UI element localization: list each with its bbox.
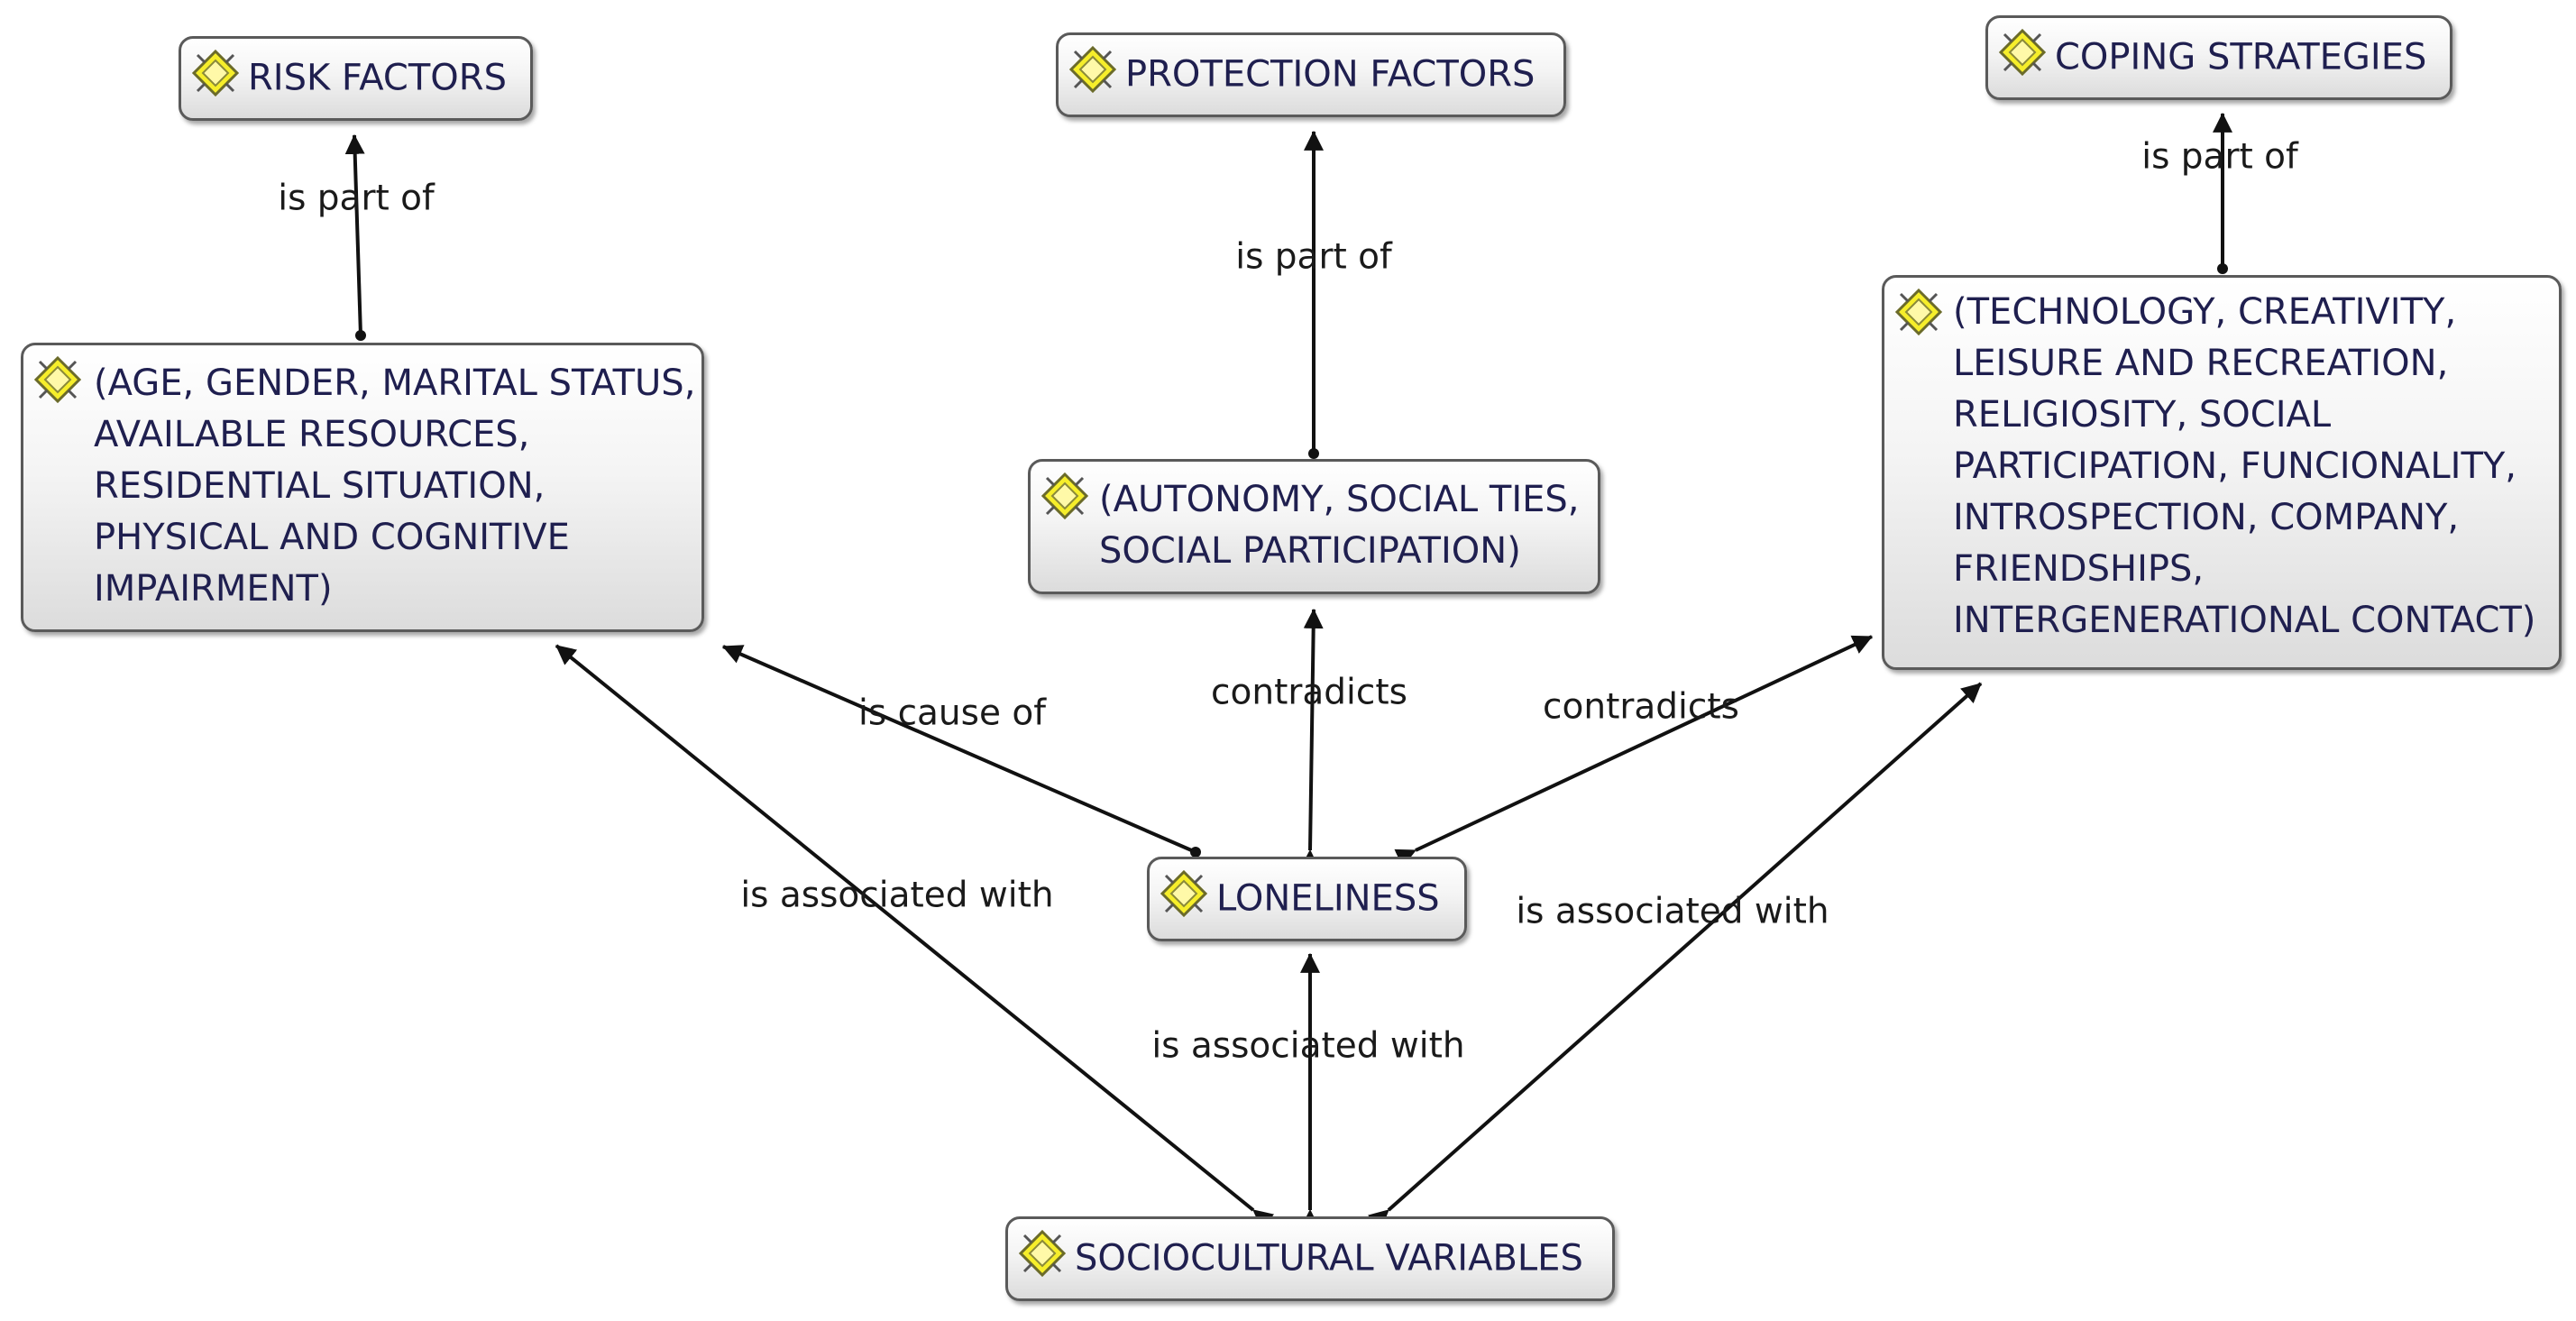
node-protection-factors-label: PROTECTION FACTORS [1125,53,1536,96]
code-icon [1159,868,1209,919]
edge-associated-risk [555,644,1275,1230]
node-sociocultural-variables-label: SOCIOCULTURAL VARIABLES [1075,1237,1583,1280]
code-icon [1997,27,2048,78]
edge-protection-is-part-of-origin [1308,448,1319,459]
edge-label-contradicts-protection: contradicts [1211,672,1407,713]
node-loneliness-label: LONELINESS [1216,877,1440,920]
code-icon [1040,471,1090,521]
edge-is-cause-of [721,645,1196,854]
edge-label-risk-is-part-of: is part of [278,178,435,219]
code-icon [1017,1228,1068,1279]
code-icon [190,48,241,98]
node-coping-details-label: (TECHNOLOGY, CREATIVITY, LEISURE AND REC… [1953,291,2536,641]
edge-label-contradicts-coping: contradicts [1543,686,1739,728]
edge-label-is-cause-of: is cause of [858,693,1046,734]
edge-associated-coping [1368,682,1983,1231]
code-icon [1068,44,1118,95]
node-protection-factors[interactable]: PROTECTION FACTORS [1056,32,1566,117]
node-risk-details-label: (AGE, GENDER, MARITAL STATUS, AVAILABLE … [94,362,696,610]
node-protection-details[interactable]: (AUTONOMY, SOCIAL TIES, SOCIAL PARTICIPA… [1028,459,1600,594]
node-coping-details[interactable]: (TECHNOLOGY, CREATIVITY, LEISURE AND REC… [1882,275,2562,670]
node-coping-strategies[interactable]: COPING STRATEGIES [1985,15,2452,100]
code-icon [1893,287,1944,337]
edge-label-associated-loneliness: is associated with [1151,1025,1465,1067]
edge-risk-is-part-of-origin [355,330,366,341]
edge-risk-is-part-of [344,133,365,336]
edge-label-protection-is-part-of: is part of [1235,236,1392,278]
node-protection-details-label: (AUTONOMY, SOCIAL TIES, SOCIAL PARTICIPA… [1099,479,1580,572]
node-sociocultural-variables[interactable]: SOCIOCULTURAL VARIABLES [1005,1216,1615,1301]
code-icon [32,354,83,405]
node-loneliness[interactable]: LONELINESS [1147,857,1467,941]
edge-coping-is-part-of-origin [2217,263,2228,274]
edge-contradicts-protection [1299,608,1324,870]
node-risk-factors-label: RISK FACTORS [248,57,507,99]
node-risk-factors[interactable]: RISK FACTORS [179,36,533,121]
edge-contradicts-coping [1394,635,1873,867]
edge-label-associated-risk: is associated with [740,875,1054,916]
edge-label-coping-is-part-of: is part of [2141,136,2298,178]
edge-label-associated-coping: is associated with [1516,891,1829,932]
node-coping-strategies-label: COPING STRATEGIES [2055,36,2427,78]
node-risk-details[interactable]: (AGE, GENDER, MARITAL STATUS, AVAILABLE … [21,343,704,632]
